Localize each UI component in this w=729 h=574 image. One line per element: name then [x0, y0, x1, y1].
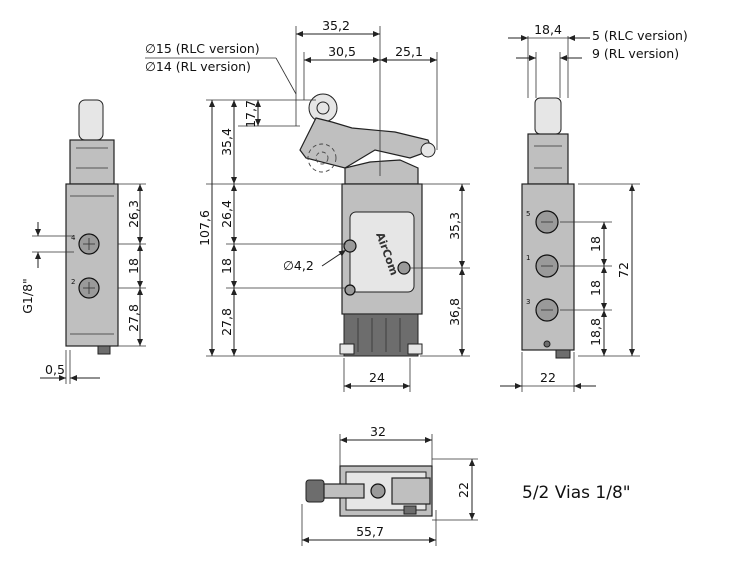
- port-number: 1: [526, 254, 530, 262]
- dim-front-hole: ∅4,2: [283, 258, 314, 273]
- roller-icon: [305, 479, 325, 503]
- dim-front-lever-height: 17,7: [243, 100, 258, 128]
- front-view: AirCom 35,2 30,5 25,1 ∅15 (RLC version) …: [145, 18, 470, 392]
- dim-front-mid: 18: [219, 258, 234, 274]
- bottom-view: 32 22 55,7: [301, 424, 478, 546]
- dim-bottom-total-width: 55,7: [356, 524, 384, 539]
- right-side-view: 5 1 3 18,4 5 (RLC version) 9 (RL version…: [500, 22, 688, 392]
- note-width-rl: 9 (RL version): [592, 46, 679, 61]
- dim-front-total-height: 107,6: [197, 210, 212, 246]
- dim-right-bottom: 18,8: [588, 318, 603, 346]
- note-diameter-rlc: ∅15 (RLC version): [145, 41, 260, 56]
- dim-bottom-height: 22: [456, 482, 471, 498]
- mounting-hole-icon: [397, 261, 411, 275]
- drawing-caption: 5/2 Vias 1/8": [522, 483, 631, 503]
- port-fitting-icon: [370, 483, 386, 499]
- dim-front-roller-height: 35,4: [219, 128, 234, 156]
- dim-front-lower: 27,8: [219, 308, 234, 336]
- port-number: 4: [71, 234, 76, 242]
- lever-bracket: [69, 139, 115, 185]
- dim-front-right-upper: 35,3: [447, 212, 462, 240]
- dim-front-width-left: 30,5: [328, 44, 356, 59]
- lever-bracket: [527, 133, 569, 185]
- note-width-rlc: 5 (RLC version): [592, 28, 688, 43]
- dim-left-top: 26,3: [126, 200, 141, 228]
- mounting-hole-icon: [343, 239, 357, 253]
- dim-thread: G1/8": [20, 278, 35, 314]
- lever-arm: [299, 117, 433, 169]
- dim-right-base-width: 22: [540, 370, 556, 385]
- dim-right-top-width: 18,4: [534, 22, 562, 37]
- roller-icon: [534, 97, 562, 135]
- dim-offset: 0,5: [45, 362, 65, 377]
- roller-icon: [78, 99, 104, 141]
- dim-left-bottom: 27,8: [126, 304, 141, 332]
- dim-front-width-right: 25,1: [395, 44, 423, 59]
- dim-front-upper: 26,4: [219, 200, 234, 228]
- foot-block: [555, 349, 571, 359]
- dim-bottom-body-width: 32: [370, 424, 386, 439]
- valve-body-icon: [65, 183, 119, 347]
- dim-right-pitch1: 18: [588, 236, 603, 252]
- dim-front-base-width: 24: [369, 370, 385, 385]
- port-number: 5: [526, 210, 530, 218]
- dim-front-width-total: 35,2: [322, 18, 350, 33]
- foot-block: [97, 345, 111, 355]
- dim-front-right-lower: 36,8: [447, 298, 462, 326]
- mounting-hole-icon: [344, 284, 356, 296]
- note-diameter-rl: ∅14 (RL version): [145, 59, 251, 74]
- dim-right-pitch2: 18: [588, 280, 603, 296]
- dim-left-mid: 18: [126, 258, 141, 274]
- port-number: 2: [71, 278, 75, 286]
- valve-base: [343, 313, 419, 357]
- left-side-view: 4 2 26,3 18 27,8 G1/8" 0,5: [20, 99, 146, 384]
- dim-right-total: 72: [616, 262, 631, 278]
- port-number: 3: [526, 298, 530, 306]
